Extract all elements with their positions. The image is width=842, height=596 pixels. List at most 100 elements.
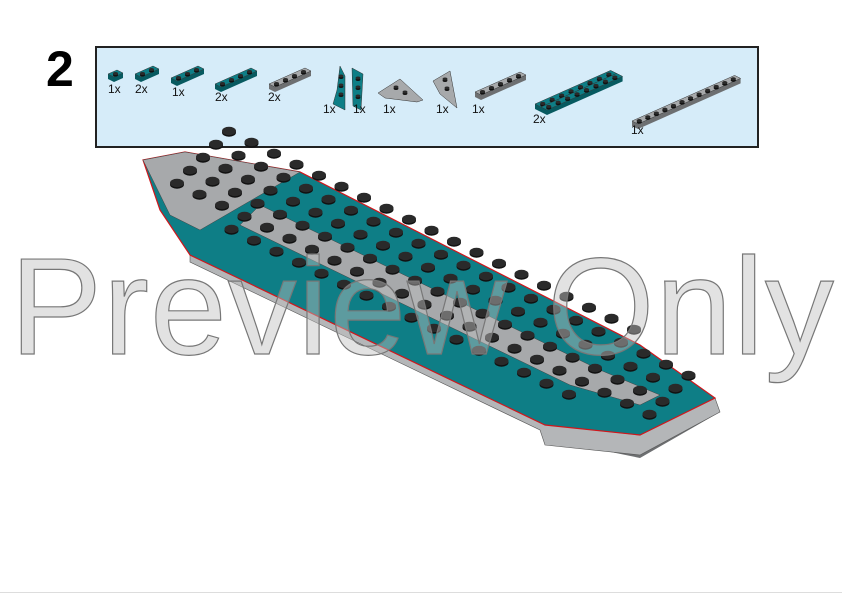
stud	[501, 282, 516, 292]
stud	[591, 326, 606, 336]
stud	[286, 196, 300, 206]
stud	[273, 209, 287, 219]
stud	[642, 409, 657, 419]
stud	[273, 81, 280, 86]
stud	[434, 249, 448, 259]
stud	[498, 319, 512, 329]
stud	[237, 73, 244, 78]
stud	[562, 389, 576, 399]
stud	[263, 185, 278, 195]
part-qty: 1x	[631, 123, 644, 137]
parts-list-panel: 1x 2x 1x 2x 2x 1x 1x 1x 1x 1x 2x 1x	[95, 46, 759, 148]
stud	[546, 104, 552, 108]
stud	[575, 376, 589, 386]
stud	[295, 220, 310, 230]
stud	[305, 244, 319, 254]
plate-side	[535, 104, 541, 112]
stud	[300, 69, 307, 74]
stud	[646, 372, 660, 382]
stud	[338, 83, 344, 87]
stud	[408, 275, 422, 285]
stud	[705, 88, 711, 92]
stud	[466, 284, 480, 294]
stud	[601, 350, 615, 360]
part-qty: 1x	[436, 102, 449, 116]
plate-side	[221, 71, 257, 92]
stud	[659, 359, 673, 369]
stud	[593, 83, 599, 87]
stud	[340, 242, 355, 252]
stud	[260, 222, 274, 232]
stud	[366, 216, 381, 226]
plate-side	[269, 84, 275, 92]
wing-plate	[377, 78, 424, 103]
stud	[582, 302, 596, 312]
stud	[334, 181, 349, 191]
stud	[379, 203, 394, 213]
stud	[184, 71, 191, 76]
stud	[569, 315, 583, 325]
stud	[424, 225, 439, 235]
stud	[148, 67, 155, 72]
part-qty: 1x	[323, 102, 336, 116]
part-qty: 1x	[172, 85, 185, 99]
part-qty: 1x	[383, 102, 396, 116]
part-qty: 2x	[268, 90, 281, 104]
stud	[620, 398, 634, 408]
stud	[442, 77, 448, 81]
stud	[623, 361, 638, 371]
stud	[395, 288, 409, 298]
plate-top	[214, 67, 258, 88]
stud	[636, 348, 651, 358]
stud	[453, 297, 467, 307]
stud	[574, 92, 580, 96]
step-number: 2	[46, 41, 74, 97]
stud	[636, 119, 642, 123]
stud	[337, 279, 351, 289]
stud	[291, 73, 298, 78]
stud	[456, 260, 471, 270]
stud	[250, 198, 265, 208]
stud	[515, 73, 522, 78]
stud	[350, 266, 364, 276]
parts-illustrations	[107, 65, 742, 129]
stud	[507, 343, 522, 353]
stud	[398, 251, 413, 261]
stud	[331, 218, 345, 228]
part-plate-1x1-teal	[107, 69, 124, 82]
stud	[653, 111, 659, 115]
stud	[606, 72, 612, 76]
stud	[228, 187, 242, 197]
stud	[540, 101, 546, 105]
stud	[269, 246, 284, 256]
stud	[539, 378, 554, 388]
part-plate-1x4-teal	[214, 67, 258, 92]
plate-top	[268, 67, 312, 88]
stud	[393, 85, 399, 89]
stud	[462, 321, 477, 331]
stud	[506, 77, 513, 82]
stud	[417, 299, 432, 309]
stud	[497, 81, 504, 86]
stud	[713, 84, 719, 88]
plate-side	[275, 71, 311, 92]
stud	[645, 115, 651, 119]
plate-side	[541, 107, 547, 115]
plate-side	[638, 78, 741, 129]
stud	[363, 253, 377, 263]
part-plate-1x5-gray	[474, 71, 527, 100]
stud	[696, 92, 702, 96]
stud	[246, 69, 253, 74]
stud	[668, 383, 683, 393]
stud	[276, 172, 291, 182]
stud	[596, 76, 603, 80]
stud	[443, 273, 458, 283]
stud	[224, 224, 239, 234]
part-plate-2x8-teal	[534, 70, 624, 115]
plate-side	[108, 74, 114, 82]
stud	[237, 211, 252, 221]
stud	[112, 71, 119, 76]
stud	[299, 183, 313, 193]
stud	[627, 324, 641, 334]
stud	[411, 238, 426, 248]
